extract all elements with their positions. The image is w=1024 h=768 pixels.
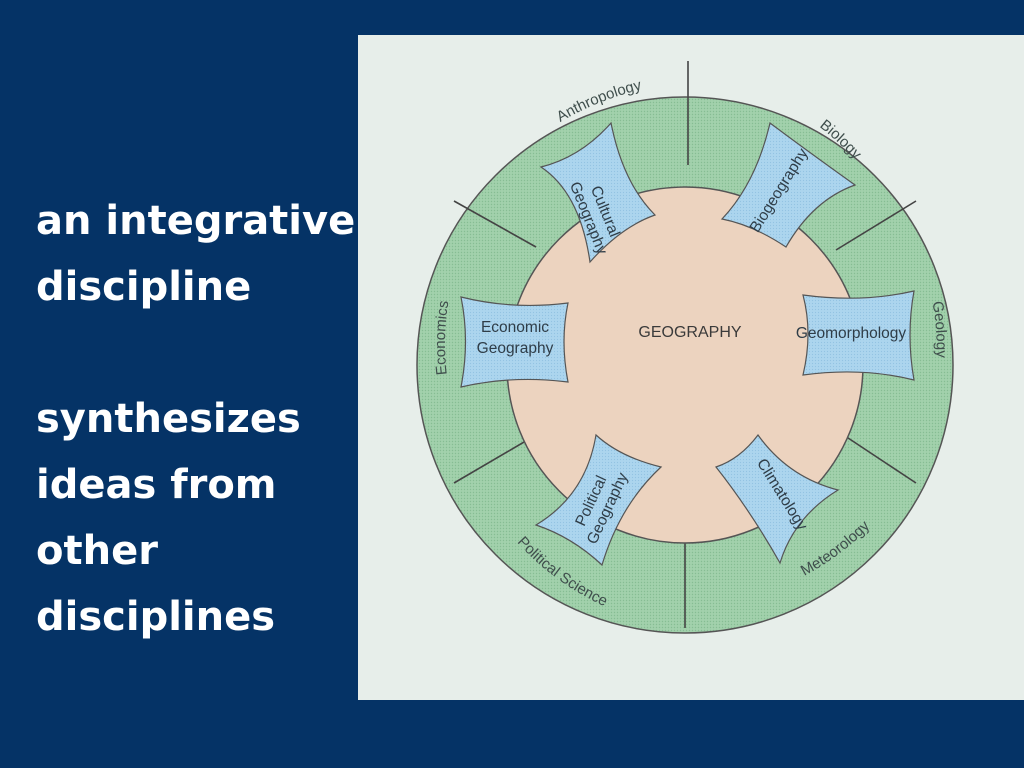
biogeography-block (720, 121, 857, 248)
political-geography-block (534, 433, 663, 567)
body-line-1: synthesizes (36, 396, 301, 442)
geology-label: Geology (929, 300, 950, 358)
economics-label: Economics (432, 299, 452, 375)
geomorphology-label: Geomorphology (796, 325, 907, 342)
svg-text:Geography: Geography (477, 340, 554, 357)
geography-center-label: GEOGRAPHY (638, 324, 741, 341)
heading-line-2: discipline (36, 264, 252, 310)
ring-dividers (453, 61, 917, 628)
body-line-3: other (36, 528, 158, 574)
heading-line-1: an integrative (36, 198, 356, 244)
climatology-block (714, 433, 840, 565)
body-line-2: ideas from (36, 462, 277, 508)
economic-geography-block (460, 296, 569, 388)
geomorphology-block (802, 290, 915, 381)
economic-geography-label: Economic Geography (477, 319, 554, 357)
geography-diagram: GEOGRAPHY Cultural Geography Biogeograph… (416, 61, 954, 634)
geography-diagram-figure: GEOGRAPHY Cultural Geography Biogeograph… (358, 35, 1024, 700)
slide-text: an integrative discipline synthesizes id… (36, 188, 356, 650)
body-line-4: disciplines (36, 594, 276, 640)
cultural-geography-block (539, 121, 657, 264)
svg-text:Economic: Economic (481, 319, 549, 336)
text-spacer (36, 320, 356, 386)
